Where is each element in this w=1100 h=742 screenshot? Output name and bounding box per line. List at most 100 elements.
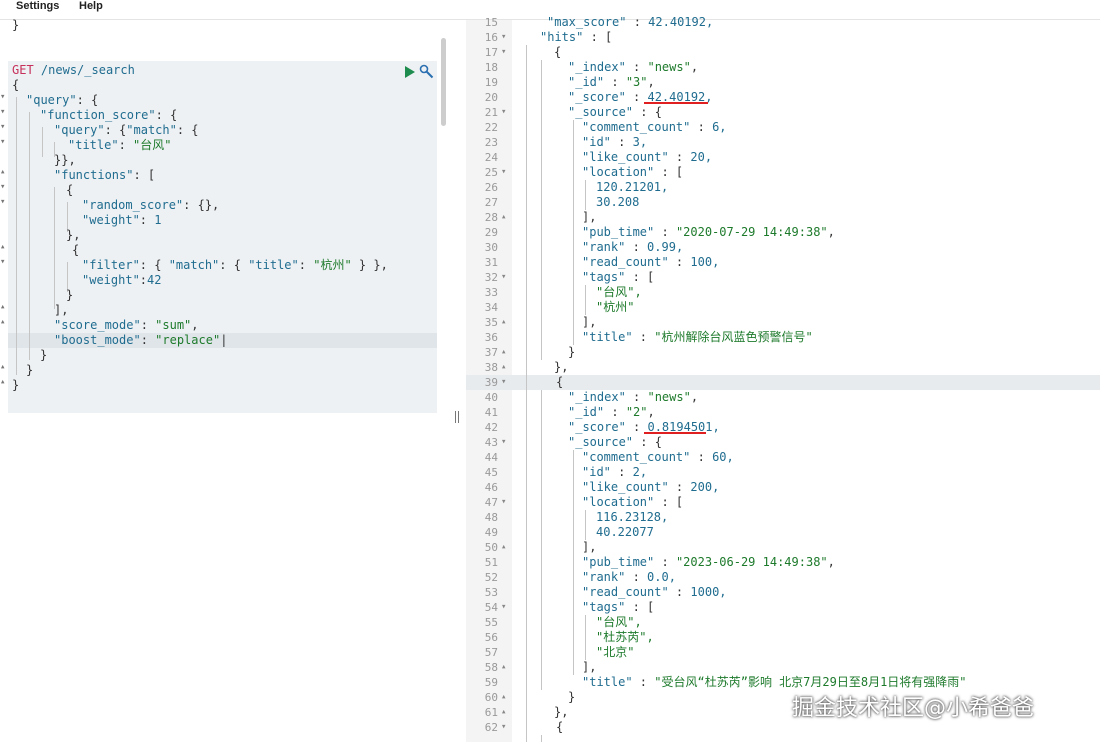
fold-toggle-icon[interactable]: ▴	[0, 317, 6, 327]
line-number: 38	[484, 361, 498, 374]
fold-toggle-icon[interactable]: ▾	[501, 167, 507, 177]
menu-settings[interactable]: Settings	[16, 0, 60, 12]
fold-toggle-icon[interactable]: ▴	[501, 212, 507, 222]
request-line[interactable]: GET /news/_search	[12, 63, 135, 78]
fold-toggle-icon[interactable]: ▴	[501, 362, 507, 372]
line-number: 19	[484, 76, 498, 89]
active-line-highlight	[8, 333, 437, 348]
line-number: 32	[484, 271, 498, 284]
response-line: "comment_count" : 6,	[582, 120, 727, 134]
indent-guide	[54, 142, 55, 157]
response-line: "rank" : 0.0,	[582, 570, 676, 584]
response-line: {	[554, 45, 562, 59]
line-number: 43	[484, 436, 498, 449]
code-line: }	[66, 288, 74, 302]
response-line: "like_count" : 20,	[582, 150, 713, 164]
fold-toggle-icon[interactable]: ▾	[501, 47, 507, 57]
fold-toggle-icon[interactable]: ▴	[0, 242, 6, 252]
indent-guide	[573, 450, 574, 675]
line-number: 54	[484, 601, 498, 614]
menu-help[interactable]: Help	[79, 0, 103, 12]
code-line: }	[40, 348, 48, 362]
fold-toggle-icon[interactable]: ▴	[501, 662, 507, 672]
fold-toggle-icon[interactable]: ▴	[501, 347, 507, 357]
fold-toggle-icon[interactable]: ▴	[0, 362, 6, 372]
line-number: 26	[484, 181, 498, 194]
response-line: "comment_count" : 60,	[582, 450, 734, 464]
fold-toggle-icon[interactable]: ▴	[501, 317, 507, 327]
response-line: "tags" : [	[582, 270, 655, 284]
indent-guide	[42, 127, 43, 157]
code-line: "weight":42	[82, 273, 162, 287]
fold-toggle-icon[interactable]: ▾	[0, 92, 6, 102]
response-line: 120.21201,	[596, 180, 669, 194]
code-line: "function_score": {	[40, 108, 178, 122]
fold-toggle-icon[interactable]: ▴	[501, 707, 507, 717]
play-icon[interactable]	[404, 66, 415, 78]
fold-toggle-icon[interactable]: ▾	[501, 32, 507, 42]
response-line: ],	[582, 315, 597, 329]
line-number: 33	[484, 286, 498, 299]
fold-toggle-icon[interactable]: ▴	[501, 542, 507, 552]
fold-toggle-icon[interactable]: ▾	[501, 497, 507, 507]
code-line: }	[12, 18, 20, 32]
fold-toggle-icon[interactable]: ▾	[0, 197, 6, 207]
response-line: "pub_time" : "2020-07-29 14:49:38",	[582, 225, 835, 239]
line-number: 51	[484, 556, 498, 569]
response-line: "杜苏芮",	[596, 630, 654, 644]
response-line: "title" : "受台风“杜苏芮”影响 北京7月29日至8月1日将有强降雨"	[582, 675, 967, 689]
fold-toggle-icon[interactable]: ▴	[0, 302, 6, 312]
line-number: 17	[484, 46, 498, 59]
code-line: "score_mode": "sum",	[54, 318, 199, 332]
request-editor[interactable]: ▾ ▾ ▾ ▾ ▴ ▾ ▾ ▴ ▾ ▴ ▴ ▴ ▴ } GET /news/_s…	[0, 18, 450, 742]
line-number: 53	[484, 586, 498, 599]
fold-toggle-icon[interactable]: ▾	[501, 107, 507, 117]
fold-toggle-icon[interactable]: ▾	[0, 257, 6, 267]
line-number: 61	[484, 706, 498, 719]
response-line-active[interactable]: {	[556, 375, 564, 389]
wrench-icon[interactable]	[419, 64, 434, 79]
response-line: "_source" : {	[568, 435, 662, 449]
response-line: },	[554, 705, 569, 719]
response-line: "read_count" : 100,	[582, 255, 720, 269]
line-number: 49	[484, 526, 498, 539]
code-line: }	[12, 378, 20, 392]
indent-guide	[585, 285, 586, 315]
fold-toggle-icon[interactable]: ▾	[0, 107, 6, 117]
fold-toggle-icon[interactable]: ▾	[501, 602, 507, 612]
editor-scrollbar[interactable]	[441, 38, 446, 126]
response-line: "id" : 2,	[582, 465, 648, 479]
fold-toggle-icon[interactable]: ▾	[0, 137, 6, 147]
fold-toggle-icon[interactable]: ▾	[501, 722, 507, 732]
code-line: {	[72, 243, 80, 257]
response-viewer[interactable]: 15 16 17 18 19 20 21 22 23 24 25 26 27 2…	[466, 15, 1100, 742]
fold-toggle-icon[interactable]: ▴	[0, 167, 6, 177]
line-number: 42	[484, 421, 498, 434]
pane-divider[interactable]	[450, 20, 466, 742]
fold-toggle-icon[interactable]: ▴	[0, 377, 6, 387]
indent-guide	[16, 97, 17, 375]
line-number: 62	[484, 721, 498, 734]
response-line: }	[568, 345, 576, 359]
code-line-active[interactable]: "boost_mode": "replace"|	[54, 333, 228, 347]
fold-toggle-icon[interactable]: ▾	[501, 437, 507, 447]
fold-toggle-icon[interactable]: ▾	[501, 377, 507, 387]
fold-toggle-icon[interactable]: ▾	[501, 272, 507, 282]
response-line: "like_count" : 200,	[582, 480, 720, 494]
resize-grip-icon[interactable]	[455, 411, 460, 423]
code-line: "weight": 1	[82, 213, 162, 227]
code-line: "query": {"match": {	[54, 123, 199, 137]
line-number: 59	[484, 676, 498, 689]
fold-toggle-icon[interactable]: ▾	[0, 182, 6, 192]
response-line: "rank" : 0.99,	[582, 240, 684, 254]
fold-toggle-icon[interactable]: ▾	[0, 122, 6, 132]
score-underline	[644, 102, 708, 104]
score-line: "_score" : 42.40192,	[568, 90, 713, 104]
line-number: 46	[484, 481, 498, 494]
fold-toggle-icon[interactable]: ▴	[501, 692, 507, 702]
line-number: 55	[484, 616, 498, 629]
response-line: },	[554, 360, 569, 374]
line-number: 47	[484, 496, 498, 509]
response-line: ],	[582, 660, 597, 674]
line-number: 60	[484, 691, 498, 704]
